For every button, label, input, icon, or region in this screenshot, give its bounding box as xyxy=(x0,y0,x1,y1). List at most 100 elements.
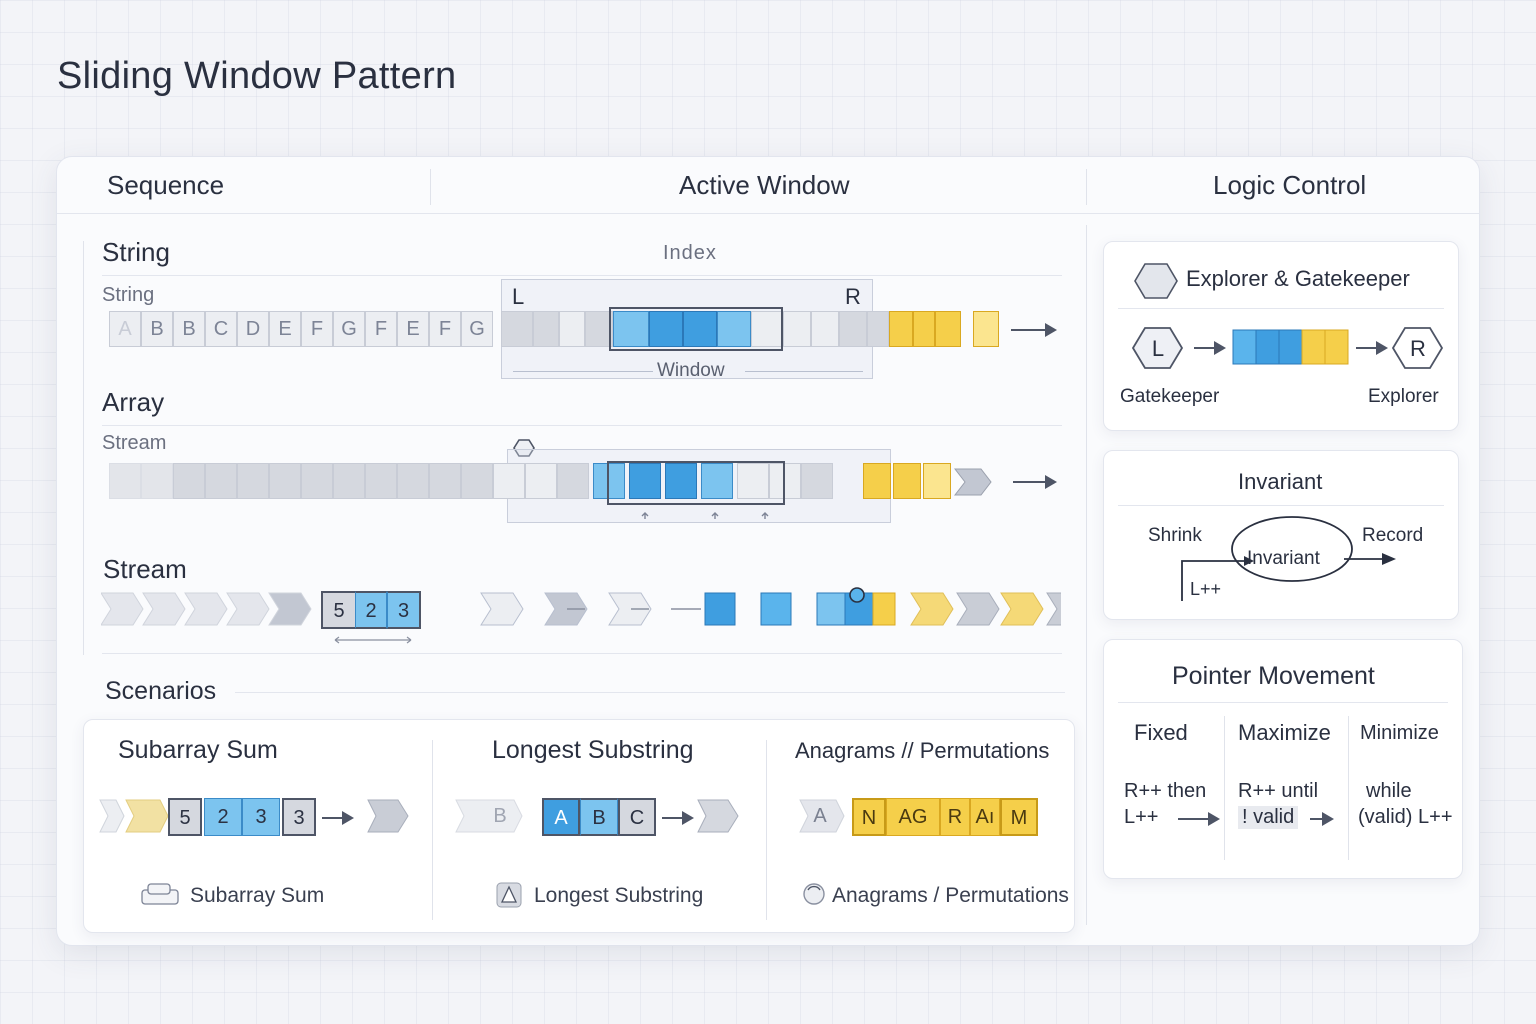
future-cell xyxy=(923,463,951,499)
shrink-label: Shrink xyxy=(1148,525,1202,546)
left-pointer-label: L xyxy=(512,284,525,309)
window-cell xyxy=(593,463,625,499)
string-letter-cell: D xyxy=(237,311,269,347)
anagram-cell: N xyxy=(852,798,886,836)
past-cell xyxy=(801,463,833,499)
string-letter-cell: B xyxy=(141,311,173,347)
past-cell xyxy=(533,311,559,347)
stream-section-label: Stream xyxy=(103,554,187,584)
scenarios-rule xyxy=(235,692,1065,693)
card-rule xyxy=(1118,702,1448,703)
window-cell xyxy=(665,463,697,499)
section-rule xyxy=(102,425,1062,426)
stream-window-block xyxy=(760,592,792,626)
mini-window-cells xyxy=(1232,329,1349,365)
fixed-rule-line1: R++ then xyxy=(1124,780,1207,802)
right-pointer-hex-icon: R xyxy=(1392,327,1444,369)
past-cell xyxy=(525,463,557,499)
string-window-frame xyxy=(609,307,783,351)
max-arrow xyxy=(1310,812,1334,826)
past-cell xyxy=(839,311,867,347)
fixed-arrow xyxy=(1178,812,1220,826)
past-cell xyxy=(783,311,811,347)
right-pointer-label: R xyxy=(845,284,861,309)
pointer-hexagon-icon xyxy=(513,439,535,457)
right-pointer-hex-text: R xyxy=(1410,336,1426,361)
longest-cell: B xyxy=(580,798,618,836)
array-window-frame xyxy=(607,461,785,505)
past-cell xyxy=(737,463,769,499)
scenarios-label: Scenarios xyxy=(105,677,217,705)
subarray-cards-icon xyxy=(141,883,179,905)
window-cell xyxy=(613,311,649,347)
column-header-logic-control: Logic Control xyxy=(1213,170,1367,200)
string-sublabel: String xyxy=(102,284,155,306)
anagram-lead-cell: A xyxy=(813,805,827,827)
string-letter-cell: E xyxy=(397,311,429,347)
string-section-label: String xyxy=(102,237,170,267)
window-span-line xyxy=(513,371,653,372)
record-label: Record xyxy=(1362,525,1424,546)
header-divider xyxy=(430,169,431,205)
longest-lead-cell: B xyxy=(493,805,507,827)
array-section-label: Array xyxy=(102,387,165,417)
past-cell xyxy=(141,463,173,499)
past-cell xyxy=(557,463,589,499)
column-header-sequence: Sequence xyxy=(107,170,225,200)
pointer-col-fixed: Fixed xyxy=(1134,720,1188,745)
stream-window-cell: 5 xyxy=(321,591,355,629)
longest-substring-track xyxy=(455,799,739,833)
longest-arrow xyxy=(662,811,694,825)
card-rule xyxy=(1118,308,1444,309)
string-letter-cell: F xyxy=(301,311,333,347)
stream-future-chevron xyxy=(956,592,1000,626)
scenario-divider xyxy=(766,740,767,920)
explorer-gatekeeper-card: Explorer & Gatekeeper L R Gatekeeper Exp… xyxy=(1103,241,1459,431)
invariant-title: Invariant xyxy=(1238,469,1323,494)
past-cell xyxy=(237,463,269,499)
stream-chevron xyxy=(608,592,652,626)
past-cell xyxy=(811,311,839,347)
sequence-left-rule xyxy=(83,241,84,655)
scenario-divider xyxy=(432,740,433,920)
subarray-arrow xyxy=(322,811,354,825)
window-span-line xyxy=(745,371,863,372)
pointer-col-maximize: Maximize xyxy=(1238,720,1331,745)
past-cell xyxy=(559,311,585,347)
gatekeeper-label: Gatekeeper xyxy=(1120,386,1220,407)
stream-window-cell: 3 xyxy=(387,591,421,629)
explorer-arrow xyxy=(1194,341,1226,355)
subarray-track xyxy=(99,799,409,833)
logic-column-divider xyxy=(1086,225,1087,925)
string-letter-cell: G xyxy=(461,311,493,347)
min-rule-line2: (valid) L++ xyxy=(1358,806,1453,828)
subarray-title: Subarray Sum xyxy=(118,736,278,764)
header-divider xyxy=(1086,169,1087,205)
anagrams-title: Anagrams // Permutations xyxy=(795,738,1050,763)
explorer-gatekeeper-title: Explorer & Gatekeeper xyxy=(1186,266,1410,291)
string-letter-cell: G xyxy=(333,311,365,347)
column-header-active-window: Active Window xyxy=(679,170,850,200)
subarray-cell: 2 xyxy=(204,798,242,836)
pointer-col-minimize: Minimize xyxy=(1360,722,1439,744)
future-cell xyxy=(893,463,921,499)
anagrams-caption: Anagrams / Permutations xyxy=(832,884,1069,907)
pointer-movement-title: Pointer Movement xyxy=(1172,662,1375,690)
string-letter-cell: F xyxy=(429,311,461,347)
invariant-center-label: Invariant xyxy=(1247,548,1320,569)
stream-past-chevron xyxy=(101,592,144,626)
subarray-cell: 5 xyxy=(168,798,202,836)
window-cell xyxy=(701,463,733,499)
longest-substring-title: Longest Substring xyxy=(492,736,694,764)
page-title: Sliding Window Pattern xyxy=(57,55,457,97)
permutation-cycle-icon xyxy=(803,883,825,905)
stream-window-block xyxy=(704,592,736,626)
string-letter-cell: F xyxy=(365,311,397,347)
stream-track xyxy=(101,587,1061,626)
string-direction-arrow xyxy=(1011,323,1057,337)
stream-past-chevron xyxy=(268,592,312,626)
stream-window-cell: 2 xyxy=(355,591,387,629)
pointer-col-divider xyxy=(1348,716,1349,860)
scenarios-card: Subarray Sum Longest Substring Anagrams … xyxy=(83,719,1075,933)
past-cell xyxy=(429,463,461,499)
